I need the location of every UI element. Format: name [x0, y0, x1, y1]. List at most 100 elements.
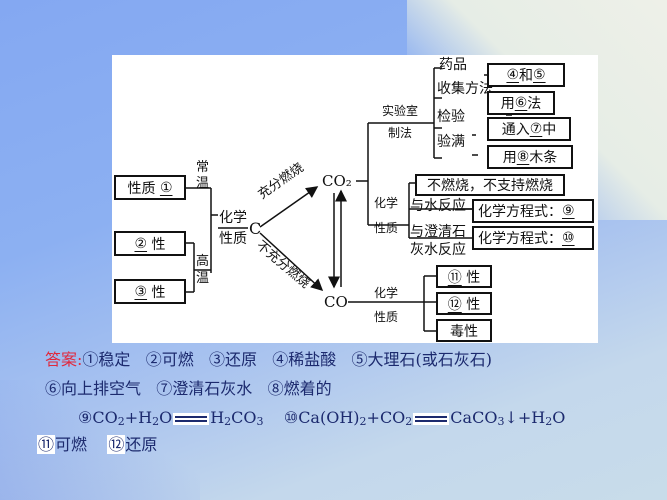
answer-8: ⑧燃着的 — [267, 379, 332, 398]
answer-label: 答案: — [45, 350, 83, 369]
box-prefix: 用 — [502, 150, 517, 166]
blank-3: ③ — [134, 283, 148, 300]
eq-sub: 2 — [117, 415, 125, 428]
property-box-reducing: ③ 性 — [114, 279, 186, 304]
eq-part: O — [552, 408, 566, 427]
eq-part: CO — [92, 408, 118, 427]
co-reducing-box: ⑫ 性 — [436, 292, 492, 315]
lab-prep-bottom: 制法 — [388, 126, 413, 140]
lime-equation-box: 化学方程式： ⑩ — [472, 226, 594, 250]
background-shade — [0, 380, 200, 500]
eq-part: H — [210, 408, 225, 427]
equals-sign — [413, 412, 450, 425]
eq-part: O — [159, 408, 173, 427]
non-combustible-box: 不燃烧，不支持燃烧 — [415, 174, 565, 196]
eq-sub: 2 — [405, 415, 413, 428]
box-prefix: 通入 — [501, 122, 530, 138]
lime-reaction-line2: 灰水反应 — [410, 242, 466, 258]
eq-part: CO — [231, 408, 257, 427]
lab-item-collection: 收集方法 — [437, 81, 493, 97]
box-suffix: 性 — [151, 236, 166, 253]
collection-box: 用 ⑥ 法 — [487, 91, 555, 115]
blank-6: ⑥ — [514, 95, 528, 111]
eq-sub: 3 — [497, 415, 505, 428]
co-flammable-box: ⑪ 性 — [436, 265, 492, 288]
co-chem-prop-top: 化学 — [374, 286, 399, 300]
eq-part: Ca(OH) — [298, 408, 360, 427]
co2-chem-prop-top: 化学 — [374, 196, 399, 210]
co-chem-prop-bottom: 性质 — [374, 310, 399, 324]
eq-sub: 2 — [359, 415, 367, 428]
co-toxic-box: 毒性 — [436, 319, 492, 342]
carbon-node: C — [249, 219, 262, 238]
blank-1: ① — [159, 179, 173, 196]
blank-2: ② — [134, 235, 148, 252]
label-high-temp-1: 高 — [196, 254, 210, 269]
box-suffix: 木条 — [529, 150, 558, 166]
label-normal-temp-2: 温 — [196, 176, 210, 191]
label-normal-temp-1: 常 — [196, 160, 210, 175]
co2-node: CO₂ — [322, 172, 352, 190]
answer-7: ⑦澄清石灰水 — [156, 379, 253, 398]
answer-11: 可燃 — [55, 435, 88, 454]
water-equation-box: 化学方程式： ⑨ — [472, 199, 594, 223]
answer-4: ④稀盐酸 — [272, 350, 337, 369]
box-prefix: 用 — [500, 96, 515, 112]
property-box-flammable: ② 性 — [114, 231, 186, 256]
box-suffix: 性 — [466, 296, 481, 313]
answer-12: 还原 — [125, 435, 158, 454]
reagents-box: ④ 和 ⑤ — [487, 63, 565, 87]
answer-11-num: ⑪ — [37, 435, 56, 454]
eq-part: ↓+H — [504, 408, 546, 427]
box-connector-text: 和 — [519, 68, 533, 84]
connector-lines — [184, 67, 512, 332]
test-box: 通入 ⑦ 中 — [487, 117, 571, 141]
answer-5: ⑤大理石(或石灰石) — [351, 350, 493, 369]
answer-6: ⑥向上排空气 — [45, 379, 142, 398]
answer-line-1: 答案:①稳定 ②可燃 ③还原 ④稀盐酸 ⑤大理石(或石灰石) — [45, 352, 492, 368]
co2-chem-prop-bottom: 性质 — [374, 221, 399, 235]
answer-line-4: ⑪可燃 ⑫还原 — [37, 435, 158, 454]
blank-8: ⑧ — [516, 149, 530, 165]
lab-item-test: 检验 — [437, 109, 465, 125]
eq-part: +CO — [366, 408, 406, 427]
diagram-panel: 性质 ① ② 性 ③ 性 常 温 高 温 化学 性质 C 充分燃烧 不充分燃烧 … — [112, 55, 598, 343]
answer-line-2: ⑥向上排空气 ⑦澄清石灰水 ⑧燃着的 — [45, 381, 332, 397]
answer-2: ②可燃 — [145, 350, 194, 369]
eq-part: +H — [124, 408, 153, 427]
eq-sub: 3 — [256, 415, 264, 428]
box-suffix: 法 — [527, 96, 542, 112]
equals-sign — [173, 412, 210, 425]
answer-1: ①稳定 — [82, 350, 131, 369]
blank-5: ⑤ — [533, 67, 546, 83]
eq-sub: 2 — [152, 415, 160, 428]
eq-part: CaCO — [450, 408, 498, 427]
eq-num: ⑨ — [78, 408, 93, 427]
label-high-temp-2: 温 — [196, 271, 210, 286]
answer-3: ③还原 — [208, 350, 257, 369]
box-suffix: 中 — [542, 122, 557, 138]
property-box-stable: 性质 ① — [114, 175, 186, 200]
full-check-box: 用 ⑧ 木条 — [487, 145, 573, 169]
answer-12-num: ⑫ — [107, 435, 126, 454]
blank-11: ⑪ — [447, 269, 462, 286]
equation-label: 化学方程式： — [478, 231, 562, 247]
chem-prop-top: 化学 — [219, 210, 247, 226]
eq-num: ⑩ — [283, 408, 299, 427]
eq-sub: 2 — [545, 415, 553, 428]
chem-prop-bottom: 性质 — [219, 231, 247, 247]
lab-item-reagents: 药品 — [439, 57, 467, 73]
blank-10: ⑩ — [562, 230, 575, 246]
box-suffix: 性 — [151, 284, 166, 301]
box-suffix: 性 — [466, 269, 481, 286]
equation-label: 化学方程式： — [478, 204, 562, 220]
eq-sub: 2 — [224, 415, 232, 428]
blank-7: ⑦ — [529, 121, 543, 137]
box-label: 性质 — [127, 180, 156, 197]
co-node: CO — [324, 293, 348, 311]
lab-item-full-check: 验满 — [437, 134, 465, 150]
blank-12: ⑫ — [447, 296, 462, 313]
